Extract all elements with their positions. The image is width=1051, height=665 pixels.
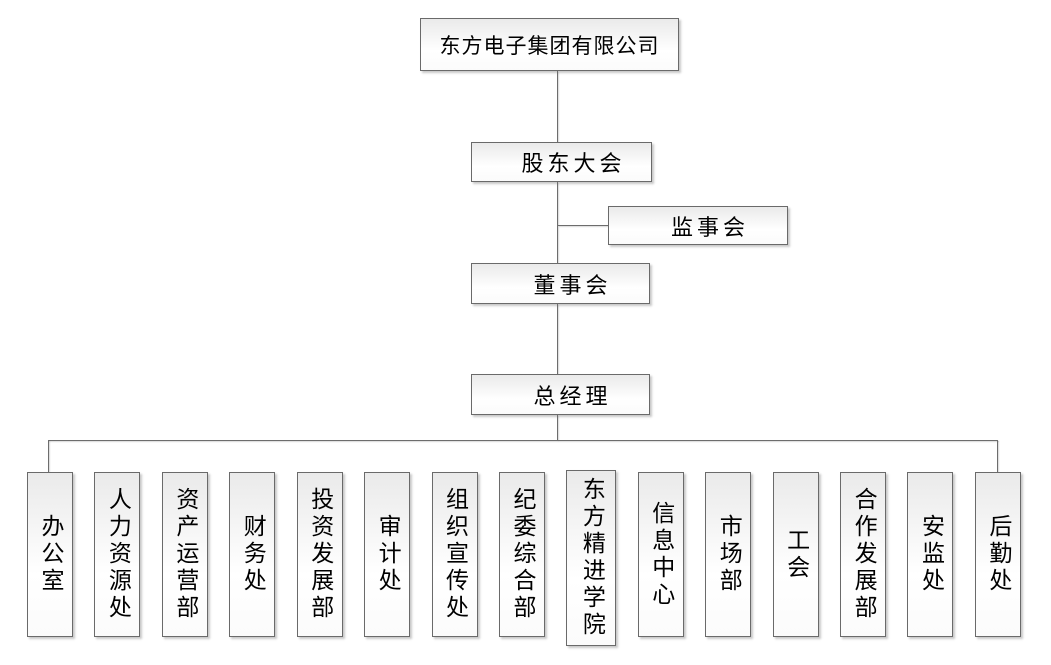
- department-box: 人力资源处: [94, 472, 141, 637]
- org-node-general-manager: 总经理: [471, 374, 650, 415]
- department-label: 投资发展部: [307, 487, 333, 622]
- connector-company-shareholders: [557, 71, 558, 142]
- org-node-supervisory-board-label: 监事会: [670, 214, 749, 240]
- department-label: 组织宣传处: [442, 487, 468, 622]
- department-label: 后勤处: [985, 514, 1011, 595]
- department-box: 纪委综合部: [498, 472, 545, 637]
- department-box: 组织宣传处: [431, 472, 478, 637]
- department-label: 纪委综合部: [509, 487, 535, 622]
- org-node-company: 东方电子集团有限公司: [420, 18, 679, 71]
- department-label: 财务处: [240, 514, 266, 595]
- department-box: 市场部: [705, 472, 752, 637]
- department-box: 安监处: [907, 472, 954, 637]
- department-label: 合作发展部: [851, 487, 877, 622]
- department-label: 安监处: [918, 514, 944, 595]
- department-box: 合作发展部: [840, 472, 887, 637]
- org-node-board-of-directors: 董事会: [471, 263, 650, 304]
- org-node-supervisory-board: 监事会: [608, 206, 788, 245]
- connector-shareholders-directors: [557, 182, 558, 263]
- connector-general-manager-bus: [557, 415, 558, 440]
- connector-drop-left: [48, 440, 49, 472]
- department-box: 信息中心: [637, 472, 684, 637]
- org-node-board-of-directors-label: 董事会: [533, 272, 612, 298]
- department-box: 工会: [772, 472, 819, 637]
- department-box: 东方精进学院: [566, 470, 617, 646]
- org-node-shareholders-meeting: 股东大会: [471, 142, 652, 182]
- org-node-company-label: 东方电子集团有限公司: [439, 33, 660, 58]
- department-box: 办公室: [27, 472, 73, 637]
- department-label: 工会: [783, 527, 809, 582]
- org-node-general-manager-label: 总经理: [533, 383, 612, 409]
- department-box: 投资发展部: [296, 472, 343, 637]
- org-node-shareholders-meeting-label: 股东大会: [521, 151, 626, 176]
- department-label: 审计处: [375, 514, 401, 595]
- connector-branch-supervisory-board: [558, 225, 608, 226]
- department-label: 东方精进学院: [579, 477, 605, 639]
- department-label: 资产运营部: [172, 487, 198, 622]
- connector-directors-general-manager: [557, 304, 558, 374]
- department-row: 办公室 人力资源处 资产运营部 财务处 投资发展部 审计处 组织宣传处 纪委综合…: [27, 470, 1021, 648]
- department-label: 市场部: [716, 514, 742, 595]
- department-box: 财务处: [229, 472, 276, 637]
- department-label: 人力资源处: [105, 487, 131, 622]
- department-box: 后勤处: [974, 472, 1021, 637]
- connector-drop-right: [997, 440, 998, 473]
- department-label: 办公室: [38, 514, 63, 595]
- department-box: 审计处: [364, 472, 411, 637]
- department-box: 资产运营部: [161, 472, 208, 637]
- department-label: 信息中心: [648, 500, 674, 609]
- connector-department-bus: [48, 440, 998, 441]
